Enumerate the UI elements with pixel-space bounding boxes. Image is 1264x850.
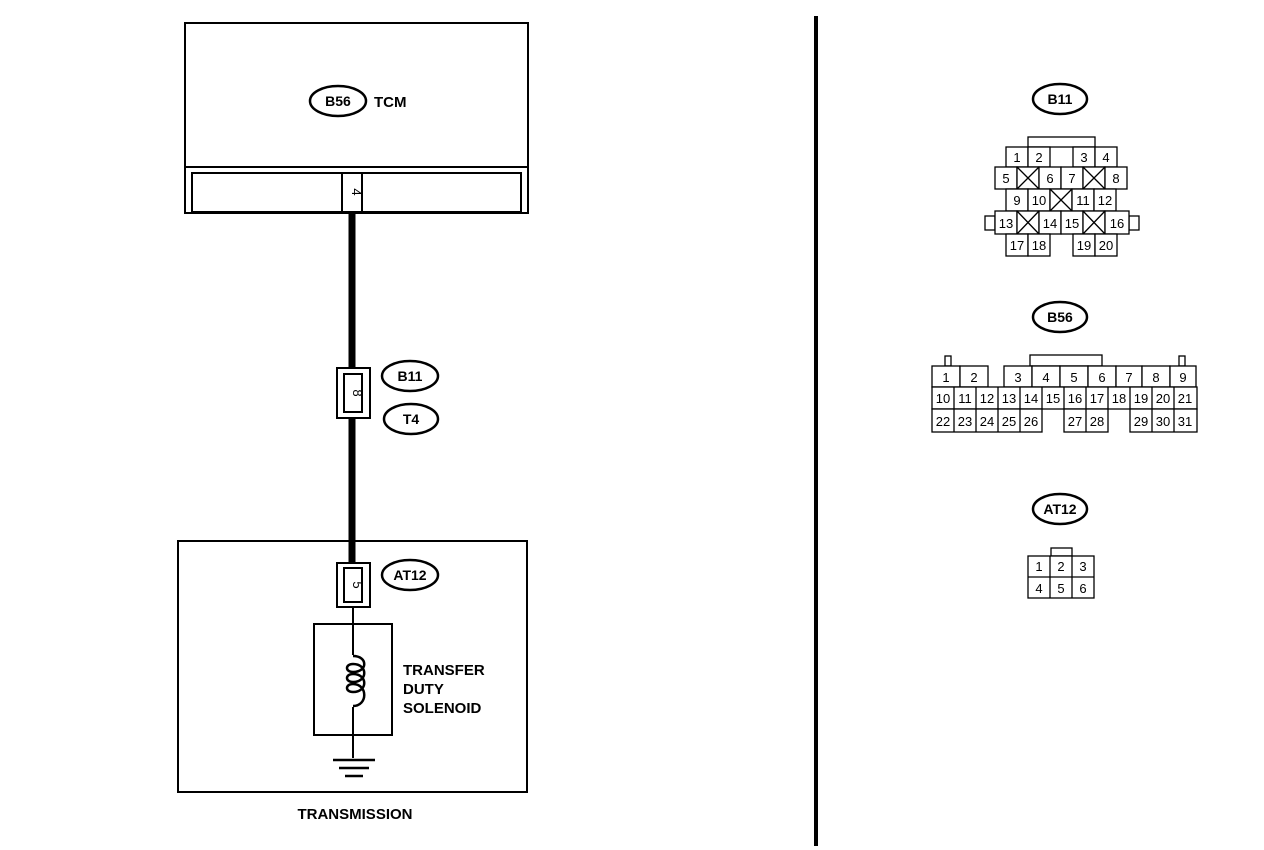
blank-cavity-icon bbox=[1049, 188, 1073, 212]
b56-pin: 8 bbox=[1152, 370, 1159, 385]
b11-pin: 8 bbox=[1112, 171, 1119, 186]
tcm-connector-tag bbox=[308, 84, 368, 118]
blank-cavity-icon bbox=[1016, 166, 1040, 190]
b56-pin: 18 bbox=[1112, 391, 1126, 406]
at12-view-pin: 6 bbox=[1079, 581, 1086, 596]
b11-pin: 15 bbox=[1065, 216, 1079, 231]
t4-tag bbox=[382, 402, 440, 436]
b56-pin: 21 bbox=[1178, 391, 1192, 406]
b11-pin: 19 bbox=[1077, 238, 1091, 253]
b56-pin: 10 bbox=[936, 391, 950, 406]
solenoid-label-line-2: DUTY bbox=[403, 681, 444, 698]
b56-pin: 23 bbox=[958, 414, 972, 429]
b56-pin: 7 bbox=[1125, 370, 1132, 385]
b11-pin: 18 bbox=[1032, 238, 1046, 253]
b56-pin: 4 bbox=[1042, 370, 1049, 385]
at12-view-pin: 2 bbox=[1057, 559, 1064, 574]
b56-pin: 14 bbox=[1024, 391, 1038, 406]
b11-pin: 14 bbox=[1043, 216, 1057, 231]
at12-tag bbox=[380, 558, 440, 592]
b11-pin: 1 bbox=[1013, 150, 1020, 165]
b11-pin: 12 bbox=[1098, 193, 1112, 208]
b56-pin: 9 bbox=[1179, 370, 1186, 385]
connector-view-b11: B11 1 2 3 4 5 6 7 8 9 10 1 bbox=[984, 82, 1140, 257]
b11-tag-label: B11 bbox=[398, 368, 423, 384]
b56-pin: 13 bbox=[1002, 391, 1016, 406]
b56-pin: 11 bbox=[958, 391, 972, 406]
connector-view-name: B56 bbox=[1047, 309, 1073, 325]
connector-view-tag bbox=[1031, 492, 1089, 526]
b56-pin: 16 bbox=[1068, 391, 1082, 406]
tcm-unit: B56 TCM 4 bbox=[184, 22, 529, 214]
connector-view-tag bbox=[1031, 300, 1089, 334]
at12-view-pin: 4 bbox=[1035, 581, 1042, 596]
b56-pin: 29 bbox=[1134, 414, 1148, 429]
b56-pin: 22 bbox=[936, 414, 950, 429]
b11-pin: 5 bbox=[1002, 171, 1009, 186]
b11-pin: 17 bbox=[1010, 238, 1024, 253]
b11-pin: 11 bbox=[1076, 193, 1090, 208]
inline-connector: 8 B11 T4 bbox=[336, 359, 440, 436]
connector-view-name: AT12 bbox=[1043, 501, 1076, 517]
b56-pin: 2 bbox=[970, 370, 977, 385]
solenoid-box bbox=[313, 623, 393, 736]
b11-pin: 6 bbox=[1046, 171, 1053, 186]
b56-pin: 20 bbox=[1156, 391, 1170, 406]
b11-pin: 3 bbox=[1080, 150, 1087, 165]
b11-pin: 13 bbox=[999, 216, 1013, 231]
b56-pin: 1 bbox=[942, 370, 949, 385]
b56-pin: 15 bbox=[1046, 391, 1060, 406]
at12-view-pin: 3 bbox=[1079, 559, 1086, 574]
connector-view-name: B11 bbox=[1048, 91, 1073, 107]
tcm-label: TCM bbox=[374, 94, 407, 111]
b11-pin: 9 bbox=[1013, 193, 1020, 208]
transmission-unit: 5 AT12 TRANSFER DUTY SOLENOID bbox=[177, 540, 528, 793]
b56-pin: 17 bbox=[1090, 391, 1104, 406]
b56-pin: 24 bbox=[980, 414, 994, 429]
b11-pin: 16 bbox=[1110, 216, 1124, 231]
b56-pin: 28 bbox=[1090, 414, 1104, 429]
connector-view-b56: B56 1 2 3 4 5 6 7 8 9 bbox=[931, 300, 1198, 433]
blank-cavity-icon bbox=[1082, 166, 1106, 190]
b56-pin: 12 bbox=[980, 391, 994, 406]
at12-pin-label: 5 bbox=[350, 581, 365, 588]
tcm-connector-label: B56 bbox=[325, 93, 351, 109]
b56-pin: 31 bbox=[1178, 414, 1192, 429]
b56-pin: 27 bbox=[1068, 414, 1082, 429]
b11-tag bbox=[380, 359, 440, 393]
b11-pin: 2 bbox=[1035, 150, 1042, 165]
solenoid-label-line-3: SOLENOID bbox=[403, 700, 482, 717]
b56-pin: 30 bbox=[1156, 414, 1170, 429]
b11-pin: 20 bbox=[1099, 238, 1113, 253]
at12-view-pin: 1 bbox=[1035, 559, 1042, 574]
b56-pin: 5 bbox=[1070, 370, 1077, 385]
b11-pin: 7 bbox=[1068, 171, 1075, 186]
b11-pin: 10 bbox=[1032, 193, 1046, 208]
b56-pin: 19 bbox=[1134, 391, 1148, 406]
at12-tag-label: AT12 bbox=[393, 567, 426, 583]
at12-view-pin: 5 bbox=[1057, 581, 1064, 596]
solenoid-coil-icon bbox=[345, 654, 371, 708]
blank-cavity-icon bbox=[1082, 210, 1106, 235]
b56-pin: 3 bbox=[1014, 370, 1021, 385]
tcm-pin-label: 4 bbox=[349, 188, 364, 195]
b11-pin: 4 bbox=[1102, 150, 1109, 165]
solenoid-label-line-1: TRANSFER bbox=[403, 662, 485, 679]
transmission-label: TRANSMISSION bbox=[297, 806, 412, 823]
inline-pin-label: 8 bbox=[350, 389, 365, 396]
connector-view-at12: AT12 1 2 3 4 5 6 bbox=[1027, 492, 1095, 599]
ground-icon bbox=[333, 758, 375, 778]
b56-pin: 6 bbox=[1098, 370, 1105, 385]
b56-pin: 26 bbox=[1024, 414, 1038, 429]
connector-view-tag bbox=[1031, 82, 1089, 116]
t4-tag-label: T4 bbox=[403, 411, 420, 427]
b56-pin: 25 bbox=[1002, 414, 1016, 429]
blank-cavity-icon bbox=[1016, 210, 1040, 235]
